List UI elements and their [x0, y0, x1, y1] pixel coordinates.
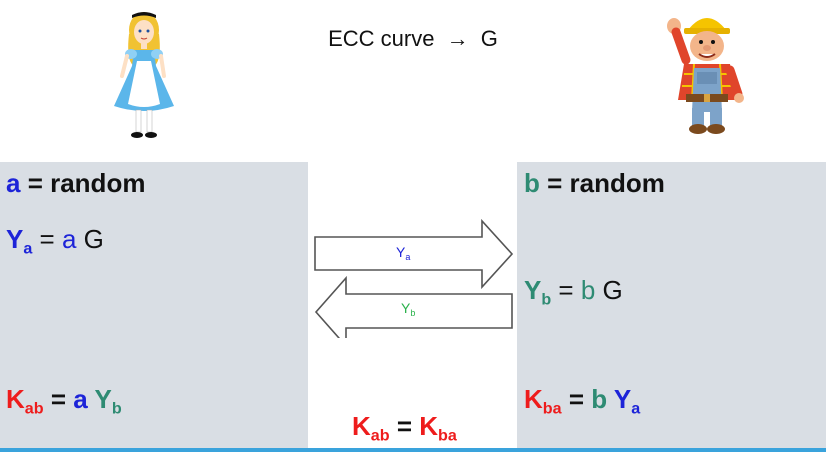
arrow-left-shape: [314, 275, 513, 338]
bottom-divider: [0, 448, 826, 452]
diagram-title: ECC curve → G: [0, 26, 826, 52]
bob-random-line: b = random: [524, 170, 665, 196]
result-K1-sub: ab: [370, 426, 390, 445]
alice-panel: [0, 162, 308, 448]
bob-builder-character-icon: [667, 18, 744, 134]
alice-shared-eq: =: [43, 384, 74, 414]
key-exchange-arrows: [314, 218, 514, 338]
arrow-right-label-sub: a: [405, 252, 411, 263]
bob-K: Kba: [524, 384, 562, 418]
bob-shared-Y: Ya: [613, 384, 641, 418]
bob-K-sub: ba: [542, 399, 562, 418]
result-eq: =: [389, 411, 420, 441]
bob-panel: [517, 162, 826, 448]
alice-random-text: = random: [20, 168, 146, 198]
bob-public-b: b: [580, 275, 596, 305]
result-K2: Kba: [419, 411, 457, 445]
alice-public-key-line: Ya = a G: [6, 224, 104, 258]
result-K1: Kab: [352, 411, 390, 445]
title-arrow-icon: →: [446, 26, 469, 51]
bob-public-key-line: Yb = b G: [524, 275, 623, 309]
alice-random-line: a = random: [6, 170, 145, 196]
title-suffix: G: [480, 26, 498, 51]
alice-shared-Y: Yb: [94, 384, 122, 418]
alice-public-a: a: [61, 224, 77, 254]
arrow-left-label: Yb: [401, 300, 416, 319]
bob-shared-Y-sub: a: [631, 399, 641, 418]
bob-shared-b: b: [591, 384, 608, 414]
arrow-right-label: Ya: [396, 244, 411, 263]
alice-public-Y-sub: a: [23, 239, 33, 258]
alice-character-icon: [114, 12, 174, 138]
bob-public-Y-sub: b: [541, 290, 552, 309]
alice-secret-var: a: [6, 168, 21, 198]
bob-public-G: G: [595, 275, 623, 305]
alice-public-Y: Ya: [6, 224, 33, 258]
alice-shared-a: a: [73, 384, 88, 414]
arrow-right-shape: [314, 218, 514, 290]
bob-shared-key-line: Kba = b Ya: [524, 384, 641, 418]
alice-K: Kab: [6, 384, 44, 418]
alice-shared-key-line: Kab = a Yb: [6, 384, 122, 418]
alice-public-eq: =: [32, 224, 62, 254]
shared-key-equality: Kab = Kba: [352, 411, 457, 445]
title-prefix: ECC curve: [328, 26, 435, 51]
alice-public-G: G: [76, 224, 104, 254]
bob-public-eq: =: [551, 275, 581, 305]
result-K2-sub: ba: [438, 426, 457, 445]
alice-shared-Y-sub: b: [111, 399, 122, 418]
bob-shared-eq: =: [561, 384, 592, 414]
bob-secret-var: b: [524, 168, 540, 198]
bob-random-text: = random: [539, 168, 665, 198]
alice-K-sub: ab: [24, 399, 44, 418]
arrow-left-label-sub: b: [410, 308, 416, 319]
bob-public-Y: Yb: [524, 275, 552, 309]
